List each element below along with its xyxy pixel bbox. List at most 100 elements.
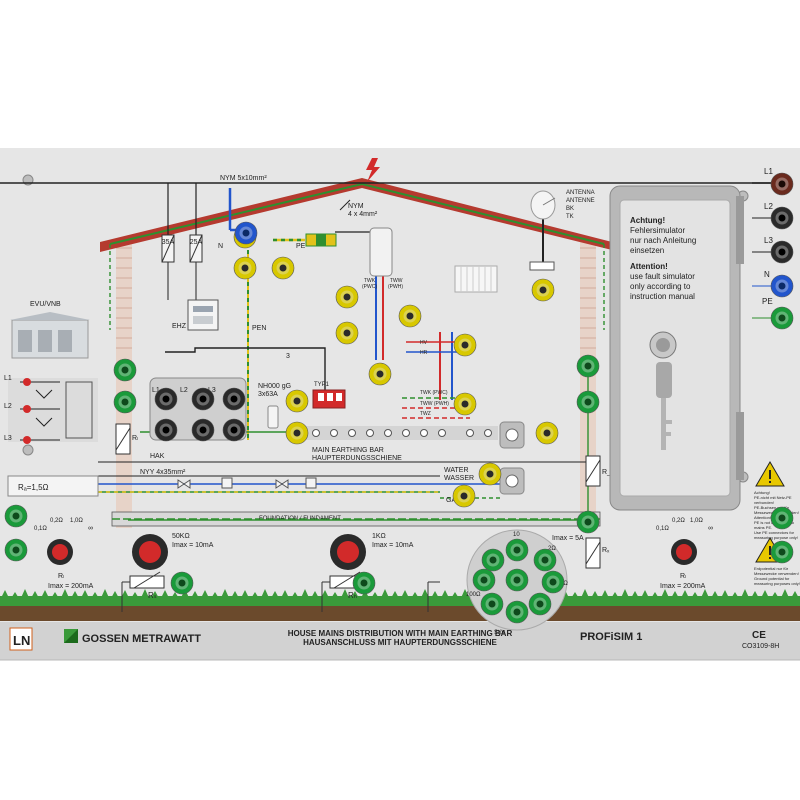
label-antenne: ANTENNE <box>566 198 595 204</box>
socket-hak-5[interactable] <box>191 418 215 442</box>
label-nh000: NH000 gG <box>258 383 291 390</box>
socket-rh-top[interactable] <box>352 571 376 595</box>
socket-sel-2[interactable] <box>533 548 557 572</box>
label-nym-4x4: 4 x 4mm² <box>348 211 378 218</box>
label-hak: HAK <box>150 453 165 460</box>
selector-label-2: 2Ω <box>548 546 556 552</box>
socket-right-ground-1[interactable] <box>770 506 794 530</box>
footer-strip <box>0 622 800 660</box>
label-pe-top: PE <box>296 243 306 250</box>
socket-sel-7[interactable] <box>472 568 496 592</box>
socket-antenna[interactable] <box>531 278 555 302</box>
knob-1k[interactable] <box>330 534 366 570</box>
label-n-right: N <box>764 270 770 279</box>
label-50k-imax: Imax = 10mA <box>172 542 214 549</box>
socket-hak-1[interactable] <box>154 387 178 411</box>
socket-wall-left-1[interactable] <box>113 358 137 382</box>
resistor-rf <box>585 455 601 487</box>
socket-sel-6[interactable] <box>480 592 504 616</box>
socket-ra-1[interactable] <box>4 504 28 528</box>
socket-sel-1[interactable] <box>505 538 529 562</box>
socket-ra-2[interactable] <box>4 538 28 562</box>
socket-wall-right-3[interactable] <box>576 510 600 534</box>
socket-pe-5[interactable] <box>335 321 359 345</box>
socket-rs[interactable] <box>170 571 194 595</box>
knob-left-inf: ∞ <box>88 525 93 532</box>
label-hak-l1: L1 <box>152 387 160 394</box>
label-nym: NYM <box>348 203 364 210</box>
main-earthing-bar <box>300 426 498 440</box>
knob-50k[interactable] <box>132 534 168 570</box>
socket-pe-11[interactable] <box>453 392 477 416</box>
socket-wall-left-2[interactable] <box>113 390 137 414</box>
label-hv: HV <box>420 340 428 346</box>
socket-sel-8[interactable] <box>481 548 505 572</box>
socket-pe-top-3[interactable] <box>233 256 257 280</box>
socket-wall-right-2[interactable] <box>576 390 600 414</box>
label-rs: Rₛ <box>148 591 157 600</box>
socket-n-right[interactable] <box>770 274 794 298</box>
socket-hak-2[interactable] <box>191 387 215 411</box>
socket-pe-14[interactable] <box>452 484 476 508</box>
socket-sel-4[interactable] <box>528 592 552 616</box>
fault-en-l2: only according to <box>630 282 691 291</box>
socket-pe-10[interactable] <box>453 333 477 357</box>
warning-top-8: Use PE connectors for <box>754 530 795 535</box>
socket-hak-6[interactable] <box>222 418 246 442</box>
socket-pe-13[interactable] <box>478 462 502 486</box>
ln-logo-text: LN <box>13 633 30 648</box>
label-imax-200-right: Imax = 200mA <box>660 583 706 590</box>
label-35a: 35A <box>162 239 175 246</box>
water-valves <box>177 477 317 489</box>
label-l1-right: L1 <box>764 167 773 176</box>
socket-wall-right-1[interactable] <box>576 354 600 378</box>
phase-l3-lamp <box>23 436 31 444</box>
socket-hak-3[interactable] <box>222 387 246 411</box>
socket-pe-7[interactable] <box>285 389 309 413</box>
label-gas: GAS <box>446 497 461 504</box>
key-lock-icon[interactable] <box>649 331 677 450</box>
label-meb-de: HAUPTERDUNGSSCHIENE <box>312 455 402 462</box>
socket-right-ground-2[interactable] <box>770 540 794 564</box>
socket-n-top[interactable] <box>234 221 258 245</box>
socket-hak-4[interactable] <box>154 418 178 442</box>
socket-sel-5[interactable] <box>505 600 529 624</box>
label-ra: Rₐ=1,5Ω <box>18 483 49 492</box>
foundation-label: FOUNDATION / FUNDAMENT <box>259 516 341 522</box>
selector-label-10: 10 <box>513 532 520 538</box>
socket-pe-right[interactable] <box>770 306 794 330</box>
grass <box>0 589 800 606</box>
socket-l2-right[interactable] <box>770 206 794 230</box>
socket-pe-9[interactable] <box>398 304 422 328</box>
warning-bot-1: Messzwecke verwenden! <box>754 571 799 576</box>
clamp-device-bottom <box>499 467 525 495</box>
socket-sel-3[interactable] <box>541 570 565 594</box>
fault-en-title: Attention! <box>630 262 668 271</box>
socket-sel-center[interactable] <box>505 568 529 592</box>
socket-l3-right[interactable] <box>770 240 794 264</box>
ln-logo <box>9 627 33 651</box>
phase-l1-lamp <box>23 378 31 386</box>
selector-label-5: 5Ω <box>560 581 568 587</box>
label-rx: Rₓ <box>602 547 610 554</box>
label-typ1: TYP1 <box>314 382 330 388</box>
lightning-icon <box>366 158 380 182</box>
label-rh: Rₕ <box>348 591 357 600</box>
socket-pe-12[interactable] <box>535 421 559 445</box>
socket-pe-6[interactable] <box>368 362 392 386</box>
label-imax-5a: Imax = 5A <box>552 535 584 542</box>
meter-ehz-icon <box>187 299 219 331</box>
fault-de-l3: einsetzen <box>630 246 664 255</box>
resistor-rx <box>585 537 601 569</box>
footer-title-en: HOUSE MAINS DISTRIBUTION WITH MAIN EARTH… <box>288 629 513 638</box>
knob-left[interactable] <box>47 539 73 565</box>
socket-pe-4[interactable] <box>335 285 359 309</box>
socket-pe-top-2[interactable] <box>271 256 295 280</box>
label-water-en: WATER <box>444 467 469 474</box>
knob-right[interactable] <box>671 539 697 565</box>
socket-pe-8[interactable] <box>285 421 309 445</box>
label-water-de: WASSER <box>444 475 474 482</box>
label-pe-right: PE <box>762 297 773 306</box>
socket-l1-right[interactable] <box>770 172 794 196</box>
